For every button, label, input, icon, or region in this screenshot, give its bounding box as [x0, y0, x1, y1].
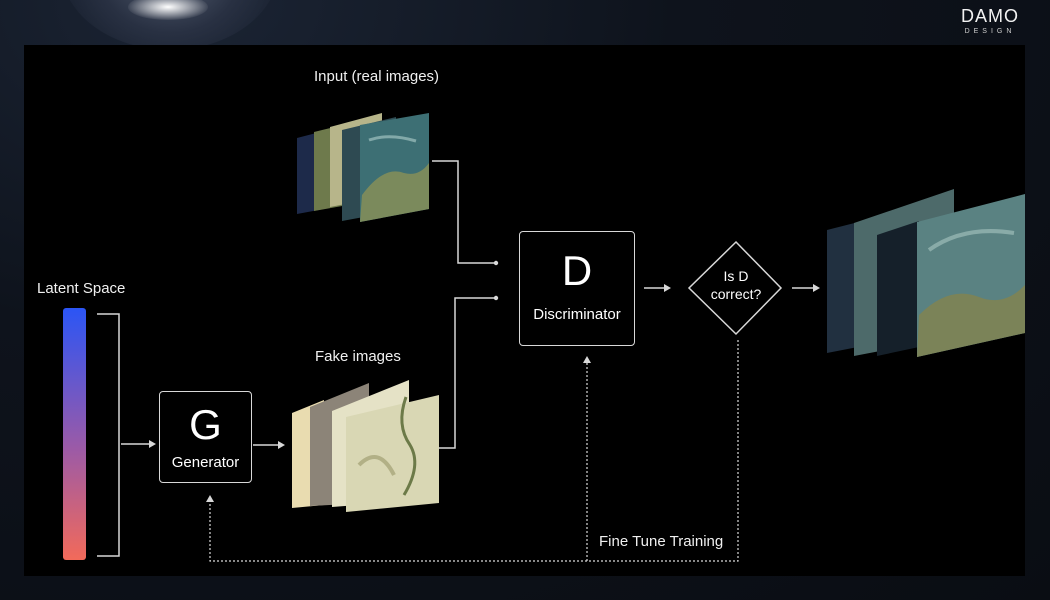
- fake-image-card: [346, 395, 439, 512]
- generator-box: G Generator: [159, 391, 252, 483]
- fake-images-stack: [292, 380, 439, 512]
- fake-images-label: Fake images: [315, 348, 401, 365]
- decision-line-2: correct?: [710, 286, 762, 302]
- latent-bracket: [97, 313, 120, 557]
- generator-letter: G: [189, 401, 222, 448]
- logo-subtitle: DESIGN: [964, 28, 1016, 35]
- line-fake-to-discriminator: [439, 297, 494, 449]
- decision-text: Is D correct?: [694, 267, 778, 303]
- discriminator-box: D Discriminator: [519, 231, 635, 346]
- latent-space-bar: [63, 308, 86, 560]
- light-flare: [128, 0, 208, 20]
- generator-label: Generator: [171, 454, 240, 471]
- output-image-card: [877, 221, 919, 356]
- discriminator-letter: D: [561, 247, 593, 294]
- brand-logo: DAMO DESIGN: [954, 6, 1026, 35]
- fine-tune-training-label: Fine Tune Training: [599, 533, 724, 550]
- diagram-connectors: [63, 113, 1025, 562]
- real-images-stack: [297, 113, 429, 222]
- decision-line-1: Is D: [723, 268, 749, 284]
- logo-wordmark: DAMO: [961, 6, 1019, 26]
- output-images-stack: [827, 189, 1025, 357]
- gan-diagram-slide: Latent Space Input (real images) Fake im…: [24, 45, 1025, 576]
- decision-diamond: [687, 240, 783, 336]
- discriminator-label: Discriminator: [533, 306, 621, 323]
- feedback-loop-line: [209, 340, 739, 562]
- real-images-label: Input (real images): [314, 68, 440, 85]
- line-real-to-discriminator: [432, 160, 494, 264]
- latent-space-label: Latent Space: [37, 280, 126, 297]
